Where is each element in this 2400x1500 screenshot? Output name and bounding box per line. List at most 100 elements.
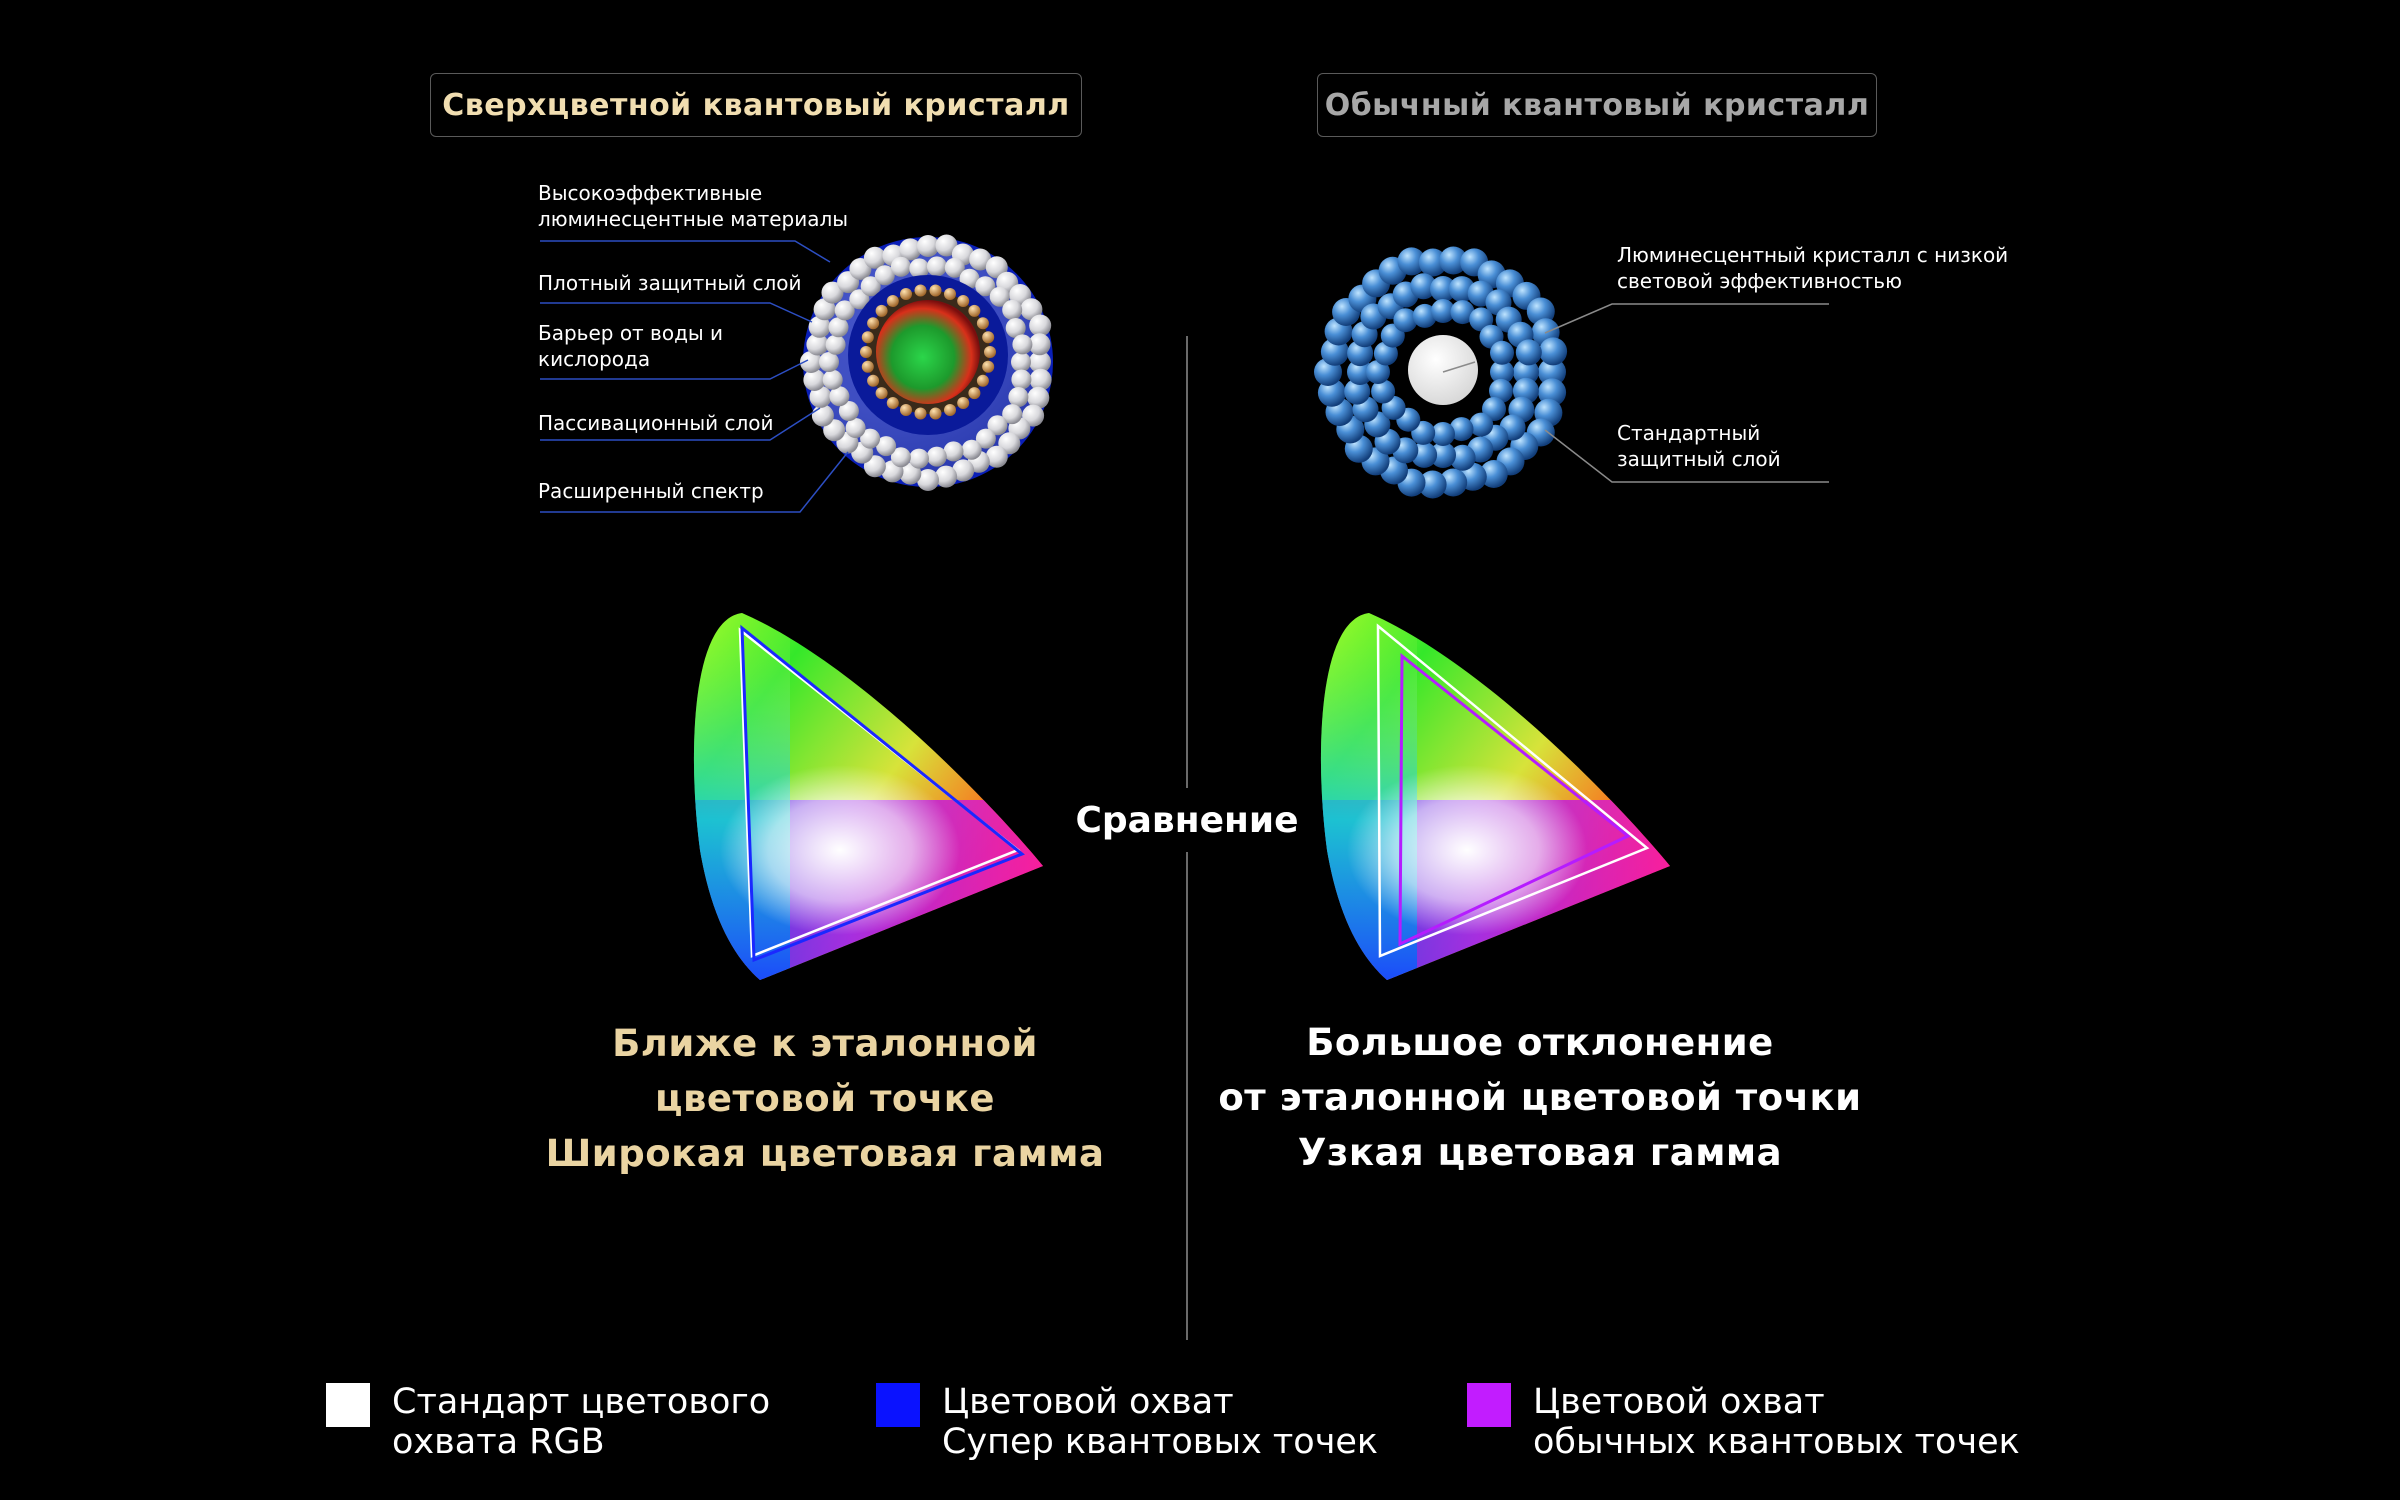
- bead: [961, 439, 982, 460]
- bead: [874, 265, 895, 286]
- bead: [1418, 248, 1447, 277]
- bead: [1002, 404, 1023, 425]
- bead: [1418, 470, 1447, 499]
- bead: [987, 415, 1008, 436]
- bead: [806, 333, 829, 356]
- bead: [828, 317, 849, 338]
- bead: [1029, 314, 1052, 337]
- bead: [834, 300, 855, 321]
- bead: [1347, 359, 1373, 385]
- bead: [968, 387, 981, 400]
- caption-line: от эталонной цветовой точки: [1218, 1076, 1862, 1119]
- bead: [808, 315, 831, 338]
- bead: [899, 238, 922, 261]
- bead: [968, 304, 981, 317]
- bead: [1469, 412, 1494, 437]
- bead: [935, 465, 958, 488]
- cie-diagram-right: [1320, 613, 1670, 980]
- label-passivation-layer: Пассивационный слой: [538, 411, 774, 435]
- bead: [1005, 318, 1026, 338]
- legend-regular-qd-gamut: Цветовой охват обычных квантовых точек: [1467, 1382, 2020, 1462]
- bead: [952, 459, 975, 482]
- cie-diagram-left: [693, 613, 1043, 980]
- bead: [929, 284, 942, 297]
- bead: [957, 397, 970, 409]
- bead: [982, 360, 995, 373]
- bead: [890, 447, 911, 468]
- caption-line: Узкая цветовая гамма: [1297, 1131, 1783, 1174]
- label-extended-spectrum: Расширенный спектр: [538, 479, 764, 503]
- legend-line: Стандарт цветового: [392, 1382, 771, 1422]
- bead: [976, 374, 989, 387]
- legend-line: Цветовой охват: [942, 1382, 1234, 1422]
- bead: [944, 257, 965, 278]
- bead: [845, 418, 866, 438]
- bead: [1539, 337, 1568, 366]
- bead: [1489, 378, 1513, 403]
- bead: [876, 436, 897, 457]
- bead: [1469, 307, 1494, 332]
- bead: [1002, 299, 1023, 320]
- bead: [1490, 360, 1514, 384]
- bead: [1397, 247, 1426, 276]
- left-leader-lines: [540, 240, 849, 513]
- regular-crystal-title: Обычный квантовый кристалл: [1317, 73, 1877, 137]
- legend-line: охвата RGB: [392, 1422, 605, 1462]
- bead: [944, 288, 956, 300]
- bead: [861, 331, 874, 344]
- bead: [1430, 442, 1456, 468]
- bead: [944, 404, 956, 416]
- bead: [935, 234, 958, 257]
- bead: [1430, 276, 1456, 302]
- caption-line: цветовой точке: [655, 1077, 995, 1120]
- bead: [943, 441, 964, 462]
- bead: [976, 317, 989, 330]
- legend-swatch-purple: [1467, 1383, 1511, 1427]
- bead: [909, 258, 930, 279]
- bead: [1479, 460, 1508, 488]
- bead: [917, 469, 939, 491]
- bead: [829, 386, 850, 407]
- bead: [890, 256, 911, 277]
- bead: [1513, 359, 1539, 385]
- bead: [860, 428, 881, 449]
- bead: [1412, 303, 1437, 328]
- bead: [1538, 358, 1566, 386]
- legend-line: Супер квантовых точек: [942, 1422, 1379, 1462]
- bead: [1449, 417, 1474, 442]
- bead: [1011, 352, 1031, 372]
- bead: [1344, 378, 1371, 405]
- label-luminescent-materials: Высокоэффективные люминесцентные материа…: [538, 181, 849, 231]
- label-water-oxygen-barrier: Барьер от воды и кислорода: [538, 321, 724, 371]
- regular-crystal-caption: Большое отклонение от эталонной цветовой…: [1210, 1015, 1870, 1180]
- bead: [860, 276, 881, 297]
- bead: [1371, 379, 1396, 404]
- bead: [1011, 369, 1032, 390]
- bead: [959, 268, 980, 289]
- bead: [849, 289, 870, 310]
- caption-line: Большое отклонение: [1306, 1021, 1774, 1064]
- label-standard-protective-layer: Стандартный защитный слой: [1617, 421, 1781, 471]
- bead: [989, 286, 1010, 307]
- bead: [1028, 333, 1051, 356]
- bead: [899, 462, 922, 485]
- legend-line: Цветовой охват: [1533, 1382, 1825, 1422]
- regular-quantum-dot: [1314, 246, 1568, 499]
- bead: [975, 428, 996, 449]
- bead: [811, 404, 834, 427]
- super-crystal-title: Сверхцветной квантовый кристалл: [430, 73, 1082, 137]
- bead: [1439, 246, 1468, 275]
- bead: [860, 346, 872, 358]
- legend-rgb-standard: Стандарт цветового охвата RGB: [326, 1382, 770, 1462]
- bead: [822, 369, 843, 390]
- bead: [1490, 340, 1514, 365]
- bead: [1450, 300, 1475, 325]
- bead: [900, 404, 912, 416]
- bead: [982, 331, 995, 344]
- legend-swatch-white: [326, 1383, 370, 1427]
- bead: [867, 317, 880, 330]
- comparison-label: Сравнение: [1055, 788, 1319, 852]
- legend-line: обычных квантовых точек: [1533, 1422, 2020, 1462]
- bead: [1439, 468, 1468, 497]
